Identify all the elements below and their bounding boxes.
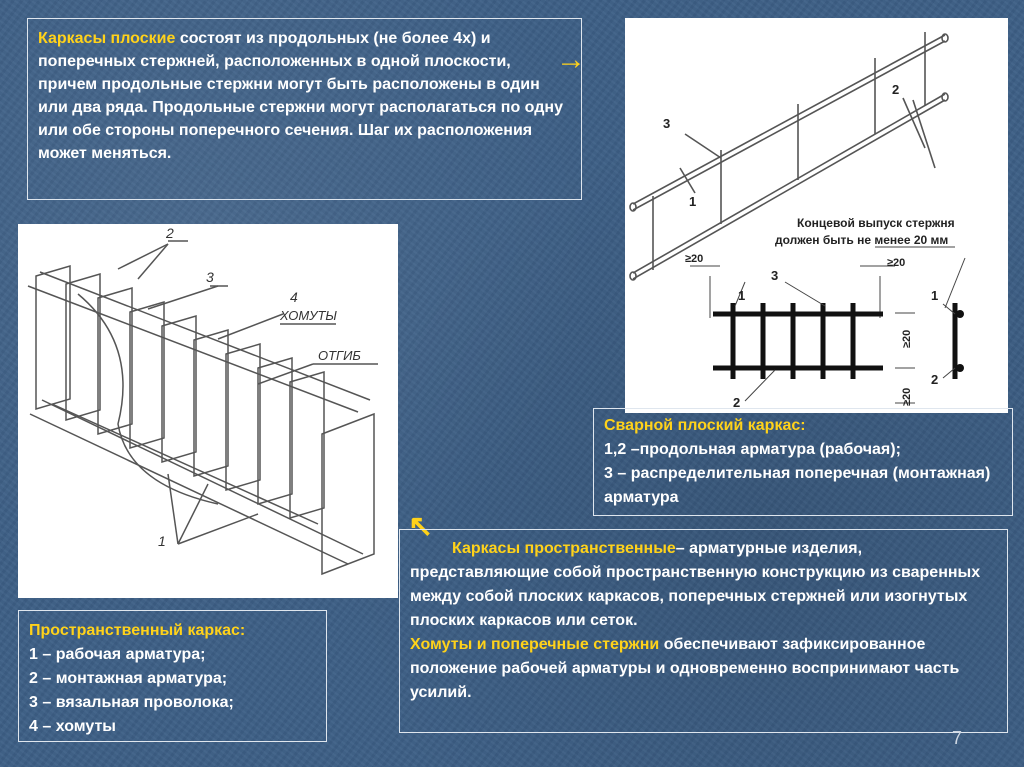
- left-label-3: 3: [206, 269, 214, 285]
- label-1-top: 1: [689, 194, 696, 209]
- spatial-frame-legend: Пространственный каркас: 1 – рабочая арм…: [18, 610, 327, 742]
- spatial-legend-item-2: 2 – монтажная арматура;: [29, 670, 228, 687]
- welded-line2: 3 – распределительная поперечная (монтаж…: [604, 465, 991, 506]
- label-3-grid: 3: [771, 268, 778, 283]
- spatial-legend-title: Пространственный каркас:: [29, 622, 246, 639]
- welded-title: Сварной плоский каркас:: [604, 417, 806, 434]
- label-2-grid: 2: [733, 395, 740, 410]
- flat-frames-text: состоят из продольных (не более 4х) и по…: [38, 30, 563, 162]
- left-label-1: 1: [158, 533, 166, 549]
- welded-frame-svg: 3 1 2 Концевой выпуск стержня должен быт…: [629, 32, 966, 410]
- up-left-arrow-icon: ↖: [408, 510, 434, 543]
- left-label-2: 2: [165, 225, 174, 241]
- spatial-frames-textbox: Каркасы пространственные– арматурные изд…: [399, 529, 1008, 733]
- left-label-khomuty: ХОМУТЫ: [279, 308, 337, 323]
- dim-vertical-1: ≥20: [901, 330, 913, 348]
- label-2-top: 2: [892, 82, 899, 97]
- flat-frames-highlight: Каркасы плоские: [38, 30, 176, 47]
- left-label-4: 4: [290, 289, 298, 305]
- flat-frames-textbox: Каркасы плоские состоят из продольных (н…: [27, 18, 582, 200]
- welded-frame-legend: Сварной плоский каркас: 1,2 –продольная …: [593, 408, 1013, 516]
- spatial-legend-item-1: 1 – рабочая арматура;: [29, 646, 206, 663]
- spatial-desc-highlight-2: Хомуты и поперечные стержни: [410, 636, 660, 653]
- spatial-cage-svg: 2 3 4 ХОМУТЫ ОТГИБ 1: [27, 225, 378, 576]
- spatial-desc-highlight-1: Каркасы пространственные: [452, 540, 676, 557]
- dim-left: ≥20: [685, 253, 703, 265]
- spatial-desc-text-1: – арматурные изделия, представляющие соб…: [410, 540, 981, 629]
- end-note-line1: Концевой выпуск стержня: [797, 216, 955, 230]
- welded-line1: 1,2 –продольная арматура (рабочая);: [604, 441, 901, 458]
- label-2-side: 2: [931, 372, 938, 387]
- dim-vertical-2: ≥20: [901, 388, 913, 406]
- spatial-legend-item-4: 4 – хомуты: [29, 718, 116, 735]
- spatial-cage-drawing: 2 3 4 ХОМУТЫ ОТГИБ 1: [18, 224, 398, 598]
- label-1-side: 1: [931, 288, 938, 303]
- spatial-legend-item-3: 3 – вязальная проволока;: [29, 694, 234, 711]
- page-number: 7: [952, 728, 963, 748]
- left-label-otgib: ОТГИБ: [318, 348, 361, 363]
- end-note-line2: должен быть не менее 20 мм: [775, 233, 948, 247]
- spatial-desc-text-2: обеспечивают зафиксированное положение р…: [410, 636, 960, 701]
- right-arrow-icon: →: [556, 43, 586, 76]
- dim-right: ≥20: [887, 257, 905, 269]
- welded-frame-drawing: 3 1 2 Концевой выпуск стержня должен быт…: [625, 18, 1008, 413]
- label-1-grid: 1: [738, 288, 745, 303]
- label-3-top: 3: [663, 116, 670, 131]
